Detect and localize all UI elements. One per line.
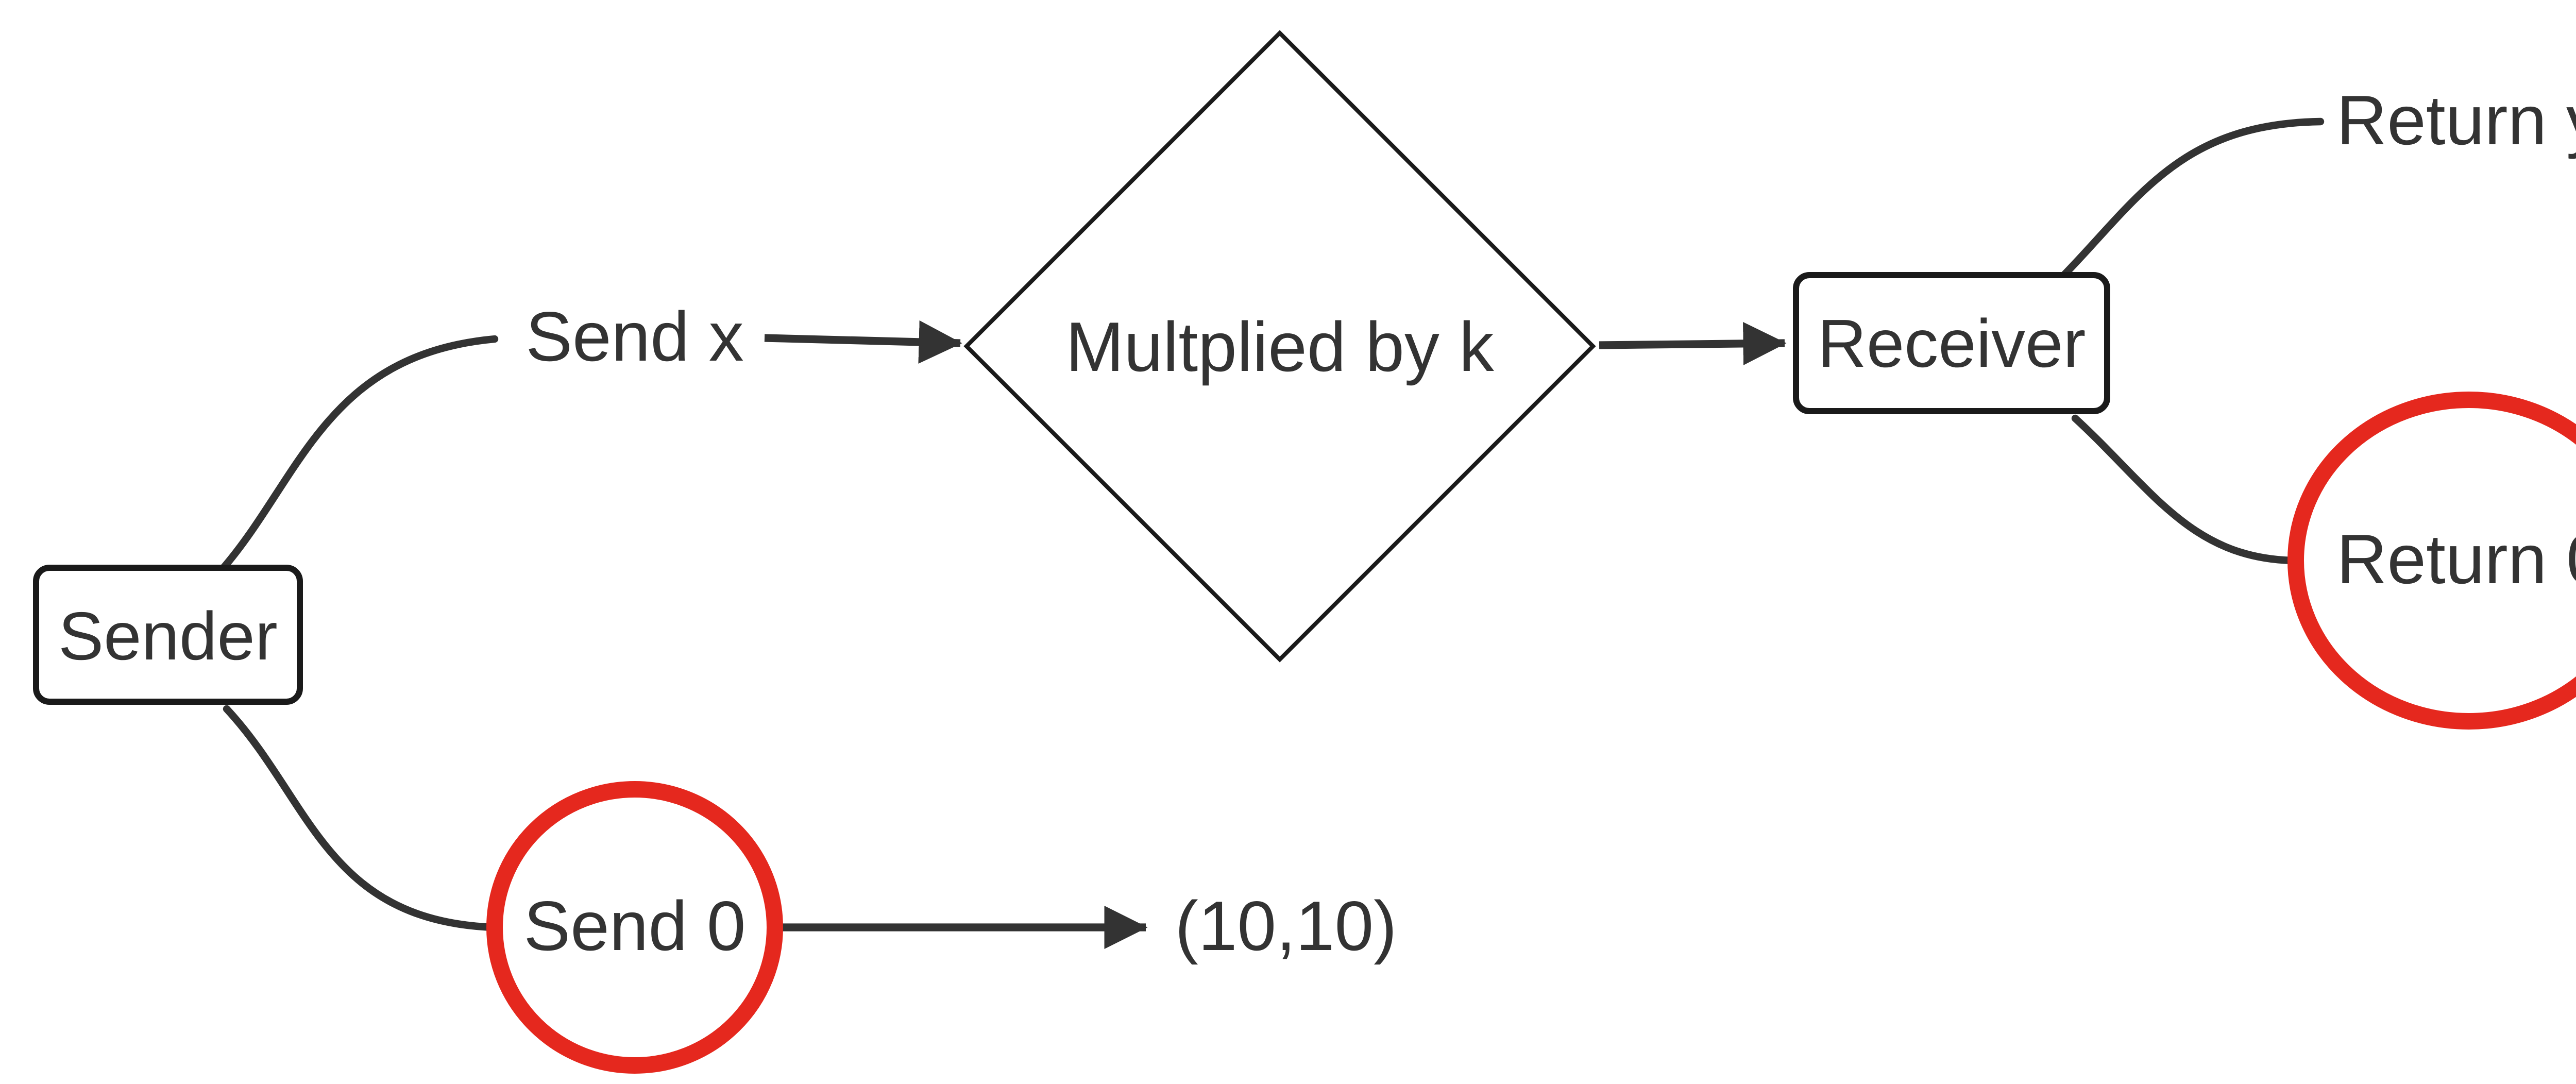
node-sender: Sender <box>33 565 303 705</box>
edge-receiver-to-return-y <box>2059 117 2325 280</box>
highlight-circle-return-0 <box>2287 392 2576 730</box>
branch-label-send-0: Send 0 <box>523 888 746 967</box>
payoff-send-0: (10,10) <box>1175 888 1397 967</box>
chance-node-diamond <box>963 30 1596 663</box>
chance-node-label: Multplied by k <box>1065 309 1494 387</box>
branch-label-return-0: Return 0 <box>2336 521 2576 600</box>
branch-label-send-x: Send x <box>526 299 744 377</box>
edge-receiver-to-return-0 <box>2071 414 2298 565</box>
highlight-circle-send-0 <box>486 781 783 1074</box>
edge-sender-to-send-0 <box>223 705 499 931</box>
arrow-send-x-to-chance <box>764 320 962 364</box>
node-receiver: Receiver <box>1793 272 2110 414</box>
arrow-chance-to-receiver <box>1599 321 1787 365</box>
node-sender-label: Sender <box>58 597 278 673</box>
edge-sender-to-send-x <box>218 335 499 573</box>
branch-label-return-y: Return y <box>2336 82 2576 161</box>
node-receiver-label: Receiver <box>1817 305 2086 381</box>
